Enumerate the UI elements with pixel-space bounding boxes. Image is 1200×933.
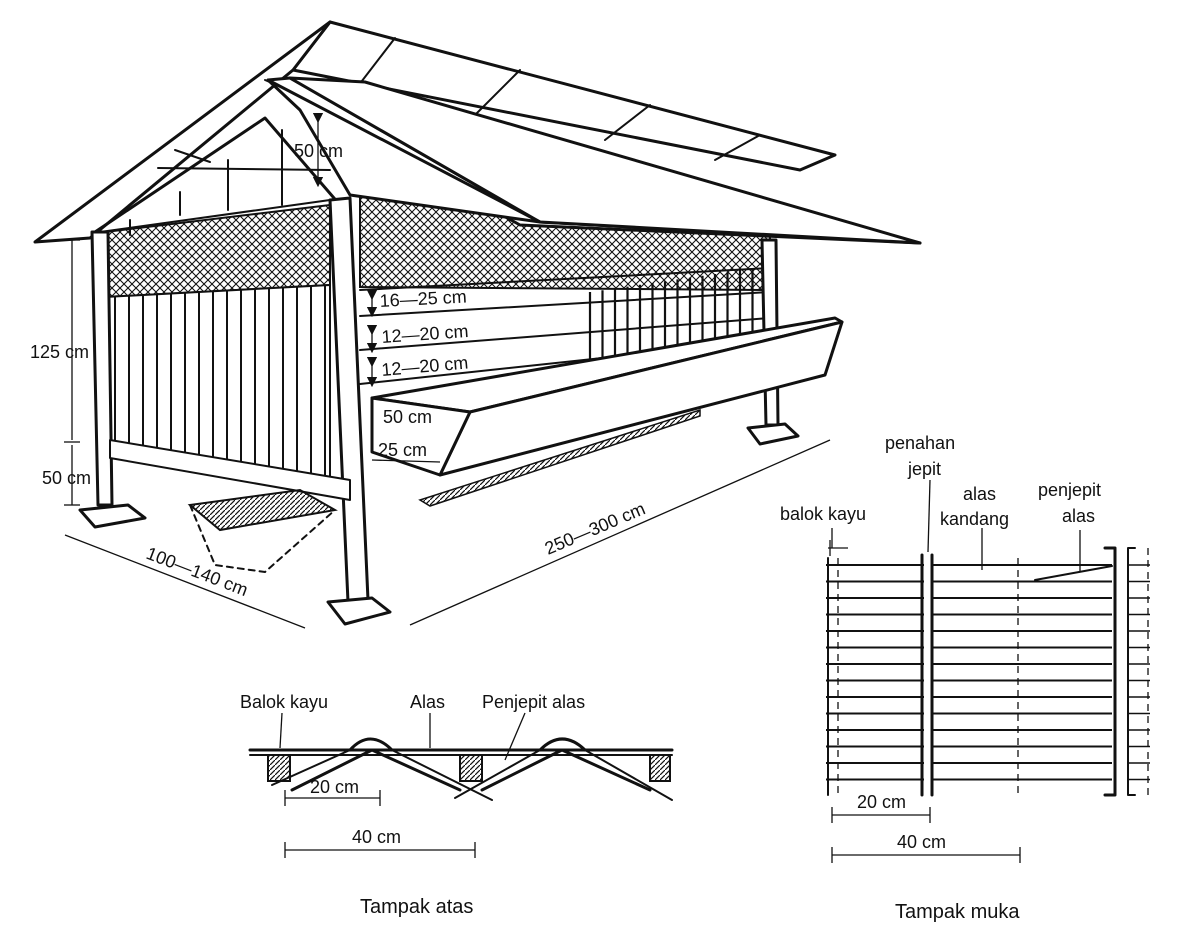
dim-length: 250—300 cm — [542, 498, 648, 558]
dimension-lines — [64, 112, 831, 629]
front-label-floor-line1: alas — [963, 484, 996, 504]
top-label-beam: Balok kayu — [240, 692, 328, 712]
roof-front-panel — [266, 76, 922, 245]
feeding-trough — [370, 316, 844, 507]
beam-block-left — [267, 754, 291, 782]
top-view-drawing: Balok kayu Alas Penjepit alas 20 cm 40 c… — [240, 692, 674, 918]
roof-left-slope — [33, 20, 332, 244]
dim-gap-1: 16—25 cm — [379, 286, 467, 311]
front-label-clamp-line2: alas — [1062, 506, 1095, 526]
side-wall-mesh — [104, 203, 331, 299]
beam-block-right — [649, 754, 671, 782]
front-label-clamp-line1: penjepit — [1038, 480, 1101, 500]
dim-gap-3: 12—20 cm — [381, 352, 469, 380]
top-dim-small: 20 cm — [310, 777, 359, 797]
dim-roof-gap: 50 cm — [294, 141, 343, 161]
droppings-tray — [187, 488, 338, 573]
front-label-beam: balok kayu — [780, 504, 866, 524]
dim-trough-depth: 25 cm — [378, 440, 427, 460]
front-label-holder-line1: penahan — [885, 433, 955, 453]
top-label-clamp: Penjepit alas — [482, 692, 585, 712]
front-label-holder-line2: jepit — [907, 459, 941, 479]
beam-block-middle — [459, 754, 483, 782]
top-label-floor: Alas — [410, 692, 445, 712]
front-dim-small: 20 cm — [857, 792, 906, 812]
front-dim-large: 40 cm — [897, 832, 946, 852]
dim-leg-height: 50 cm — [42, 468, 91, 488]
top-view-caption: Tampak atas — [360, 896, 473, 918]
dim-wall-height: 125 cm — [30, 342, 89, 362]
dim-trough-width: 50 cm — [383, 407, 432, 427]
front-label-floor-line2: kandang — [940, 509, 1009, 529]
cage-perspective-drawing: 50 cm 125 cm 50 cm 16—25 cm 12—20 cm 12—… — [30, 20, 922, 629]
posts — [78, 196, 800, 626]
front-view-drawing: penahan jepit balok kayu alas kandang pe… — [780, 433, 1150, 923]
top-dim-large: 40 cm — [352, 827, 401, 847]
front-view-caption: Tampak muka — [895, 901, 1020, 923]
